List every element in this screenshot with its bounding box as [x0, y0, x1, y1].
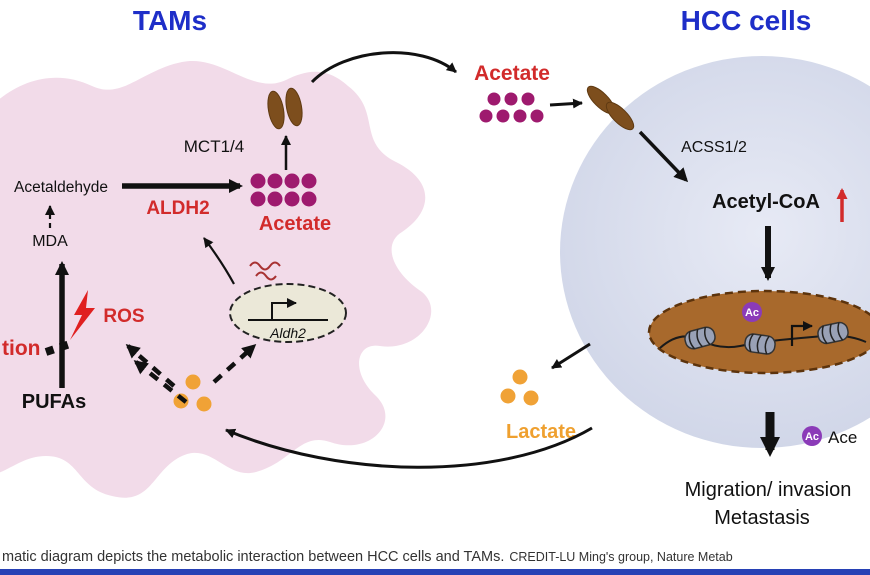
tam-acetate-label: Acetate [259, 213, 331, 235]
arrow-acetate-to-hcc [549, 98, 583, 109]
intercell-acetate-label: Acetate [474, 62, 550, 85]
acss-label: ACSS1/2 [681, 139, 747, 156]
hcc-transporter-icon [586, 85, 635, 131]
tam-cell-shape [0, 60, 432, 498]
hcc-title: HCC cells [681, 5, 812, 36]
histone-ac-mark-icon [742, 302, 762, 322]
caption-credit: CREDIT-LU Ming's group, Nature Metab [509, 550, 733, 564]
caption: matic diagram depicts the metabolic inte… [0, 545, 870, 569]
histone-ac-mark-label: Ac [745, 307, 759, 319]
acetate-molecules-icon [250, 173, 317, 207]
dashed-arrow-lactate-to-nucleus [212, 343, 257, 384]
arrow-tam-to-acetate [310, 51, 457, 84]
mrna-squiggle-icon [249, 261, 281, 281]
arrow-transporter-to-acetylcoa [638, 130, 689, 183]
pufas-label: PUFAs [22, 391, 86, 413]
acetaldehyde-label: Acetaldehyde [14, 179, 108, 196]
acetyl-coa-label: Acetyl-CoA [712, 191, 820, 213]
promoter-arrow-icon [271, 298, 297, 320]
tam-title: TAMs [133, 5, 207, 36]
arrow-gene-to-aldh2 [203, 237, 235, 285]
ros-label: ROS [103, 306, 144, 327]
legend-ac-label: Ac [805, 431, 819, 443]
nucleosome-icon [684, 326, 716, 350]
aldh2-label: ALDH2 [146, 198, 209, 219]
lactate-molecules-intercell-icon [500, 369, 539, 406]
lactate-label: Lactate [506, 421, 576, 443]
tam-nucleus: Aldh2 [229, 283, 347, 343]
peroxidation-label-fragment: tion [2, 337, 40, 360]
caption-text: matic diagram depicts the metabolic inte… [2, 549, 505, 565]
mct-label: MCT1/4 [184, 137, 244, 156]
arrow-hcc-to-lactate [551, 342, 591, 370]
transcription-arrow-icon [790, 321, 813, 346]
hcc-nucleus: Ac [647, 289, 870, 375]
lactate-molecules-tam-icon [173, 374, 212, 412]
legend-ac-icon [802, 426, 822, 446]
legend-text: Ace [828, 428, 857, 447]
nucleosome-icon [817, 321, 849, 345]
arrow-lactate-to-tam [225, 426, 593, 469]
dashed-peroxidation-link [44, 340, 72, 356]
acetate-molecules-intercell-icon [479, 92, 544, 123]
migration-label: Migration/ invasion [685, 479, 852, 501]
ros-lightning-icon [70, 290, 95, 340]
mct-transporter-icon [267, 87, 303, 130]
hcc-cell-shape [560, 56, 870, 448]
acetylation-legend: Ac Ace [802, 426, 857, 447]
nucleosome-icon [744, 333, 776, 355]
mda-label: MDA [32, 233, 68, 250]
aldh2-gene-label: Aldh2 [269, 325, 306, 341]
metastasis-label: Metastasis [714, 507, 810, 529]
diagram: TAMs HCC cells MCT1/4 Acetate Acetaldehy… [0, 5, 870, 529]
